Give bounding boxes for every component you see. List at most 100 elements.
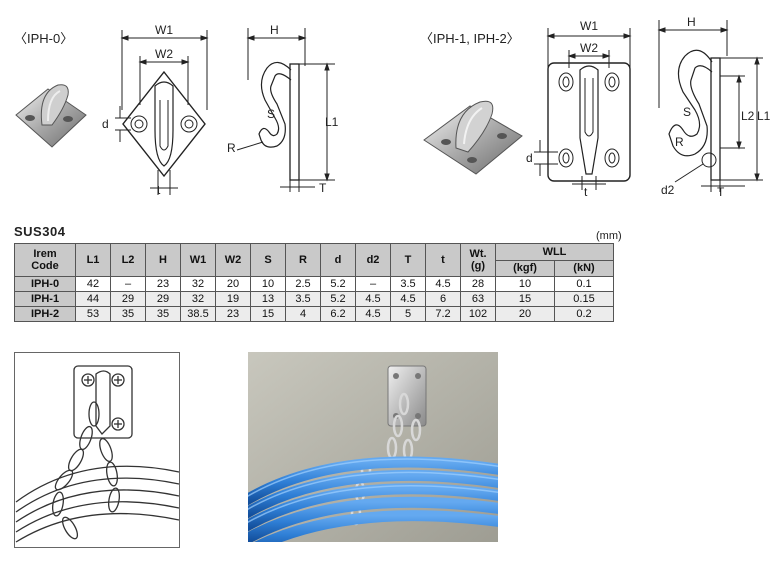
dim-h: H	[270, 23, 279, 37]
cell-kn: 0.2	[554, 306, 614, 322]
header-wt: Wt. (g)	[460, 243, 496, 277]
cell: 10	[250, 276, 286, 292]
header-t: t	[425, 243, 461, 277]
dim-l1-b: L1	[757, 109, 771, 123]
iph12-front-drawing: W1 W2 d t	[526, 19, 632, 198]
cell: 20	[215, 276, 251, 292]
cell: 35	[145, 306, 181, 322]
cell: 13	[250, 291, 286, 307]
cell: 6	[425, 291, 461, 307]
header-t-cap: T	[390, 243, 426, 277]
cell: –	[110, 276, 146, 292]
dim-r-b: R	[675, 135, 684, 149]
dim-t-b: t	[584, 185, 588, 198]
dim-t-thickness: T	[319, 181, 327, 195]
dim-t-thickness-b: T	[717, 185, 725, 198]
table-row: IPH-0 42 – 23 32 20 10 2.5 5.2 – 3.5 4.5…	[14, 276, 614, 292]
cell: 4.5	[355, 306, 391, 322]
cell-kgf: 20	[495, 306, 555, 322]
iph0-front-drawing: W1 W2 d t	[102, 23, 209, 197]
dim-h-b: H	[687, 15, 696, 29]
cell: 35	[110, 306, 146, 322]
header-l2: L2	[110, 243, 146, 277]
unit-label: (mm)	[596, 230, 622, 242]
header-kgf: (kgf)	[495, 259, 555, 277]
dim-r: R	[227, 141, 236, 155]
cell: 29	[110, 291, 146, 307]
dim-l1: L1	[325, 115, 339, 129]
cell: 5	[390, 306, 426, 322]
header-wt-top: Wt.	[469, 248, 487, 260]
dim-s-b: S	[683, 105, 691, 119]
dim-l2: L2	[741, 109, 755, 123]
header-d2: d2	[355, 243, 391, 277]
cell-wt: 28	[460, 276, 496, 292]
spec-table: Irem Code L1 L2 H W1 W2 S R d d2 T t Wt.…	[14, 243, 614, 322]
header-code-bottom: Code	[31, 260, 59, 272]
iph12-title: 〈IPH-1, IPH-2〉	[420, 31, 520, 46]
dim-d2: d2	[661, 183, 675, 197]
iph0-title: 〈IPH-0〉	[14, 31, 74, 46]
iph12-side-drawing: H S R L2 L1 d2 T	[657, 15, 771, 198]
cell: 15	[250, 306, 286, 322]
cell-kn: 0.15	[554, 291, 614, 307]
header-kn: (kN)	[554, 259, 614, 277]
iph12-product-photo	[423, 100, 523, 175]
cell: 7.2	[425, 306, 461, 322]
cell: 6.2	[320, 306, 356, 322]
cell: 32	[180, 291, 216, 307]
dim-s: S	[267, 107, 275, 121]
header-w2: W2	[215, 243, 251, 277]
iph0-product-photo	[15, 84, 87, 148]
cell: 3.5	[285, 291, 321, 307]
cell-kgf: 15	[495, 291, 555, 307]
row-code: IPH-0	[14, 276, 76, 292]
cell: 29	[145, 291, 181, 307]
dim-w1-b: W1	[580, 19, 598, 33]
cell: 42	[75, 276, 111, 292]
row-code: IPH-2	[14, 306, 76, 322]
cell-kgf: 10	[495, 276, 555, 292]
table-row: IPH-2 53 35 35 38.5 23 15 4 6.2 4.5 5 7.…	[14, 306, 614, 322]
cell-wt: 63	[460, 291, 496, 307]
cell: 5.2	[320, 276, 356, 292]
material-label: SUS304	[14, 224, 66, 239]
cell: 4.5	[390, 291, 426, 307]
dim-d: d	[102, 117, 109, 131]
header-wll: WLL	[495, 243, 614, 261]
cell: 23	[215, 306, 251, 322]
dim-w1: W1	[155, 23, 173, 37]
dim-t: t	[157, 183, 161, 197]
iph0-side-drawing: H S R L1 T	[227, 23, 339, 195]
cell: 53	[75, 306, 111, 322]
cell: 23	[145, 276, 181, 292]
cell: 38.5	[180, 306, 216, 322]
cell: 32	[180, 276, 216, 292]
cell: 5.2	[320, 291, 356, 307]
header-wt-bottom: (g)	[470, 260, 486, 272]
cell: 2.5	[285, 276, 321, 292]
header-s: S	[250, 243, 286, 277]
cell: 4.5	[425, 276, 461, 292]
dim-w2: W2	[155, 47, 173, 61]
cell-kn: 0.1	[554, 276, 614, 292]
header-code: Irem Code	[14, 243, 76, 277]
header-d: d	[320, 243, 356, 277]
cell-wt: 102	[460, 306, 496, 322]
header-r: R	[285, 243, 321, 277]
cell: 4	[285, 306, 321, 322]
usage-photo-art	[248, 352, 498, 542]
cell: 44	[75, 291, 111, 307]
header-code-top: Irem	[33, 248, 57, 260]
table-row: IPH-1 44 29 29 32 19 13 3.5 5.2 4.5 4.5 …	[14, 291, 614, 307]
cell: 4.5	[355, 291, 391, 307]
header-w1: W1	[180, 243, 216, 277]
cell: 3.5	[390, 276, 426, 292]
usage-illustration	[14, 352, 180, 548]
cell: 19	[215, 291, 251, 307]
header-l1: L1	[75, 243, 111, 277]
row-code: IPH-1	[14, 291, 76, 307]
dim-w2-b: W2	[580, 41, 598, 55]
header-h: H	[145, 243, 181, 277]
cell: –	[355, 276, 391, 292]
